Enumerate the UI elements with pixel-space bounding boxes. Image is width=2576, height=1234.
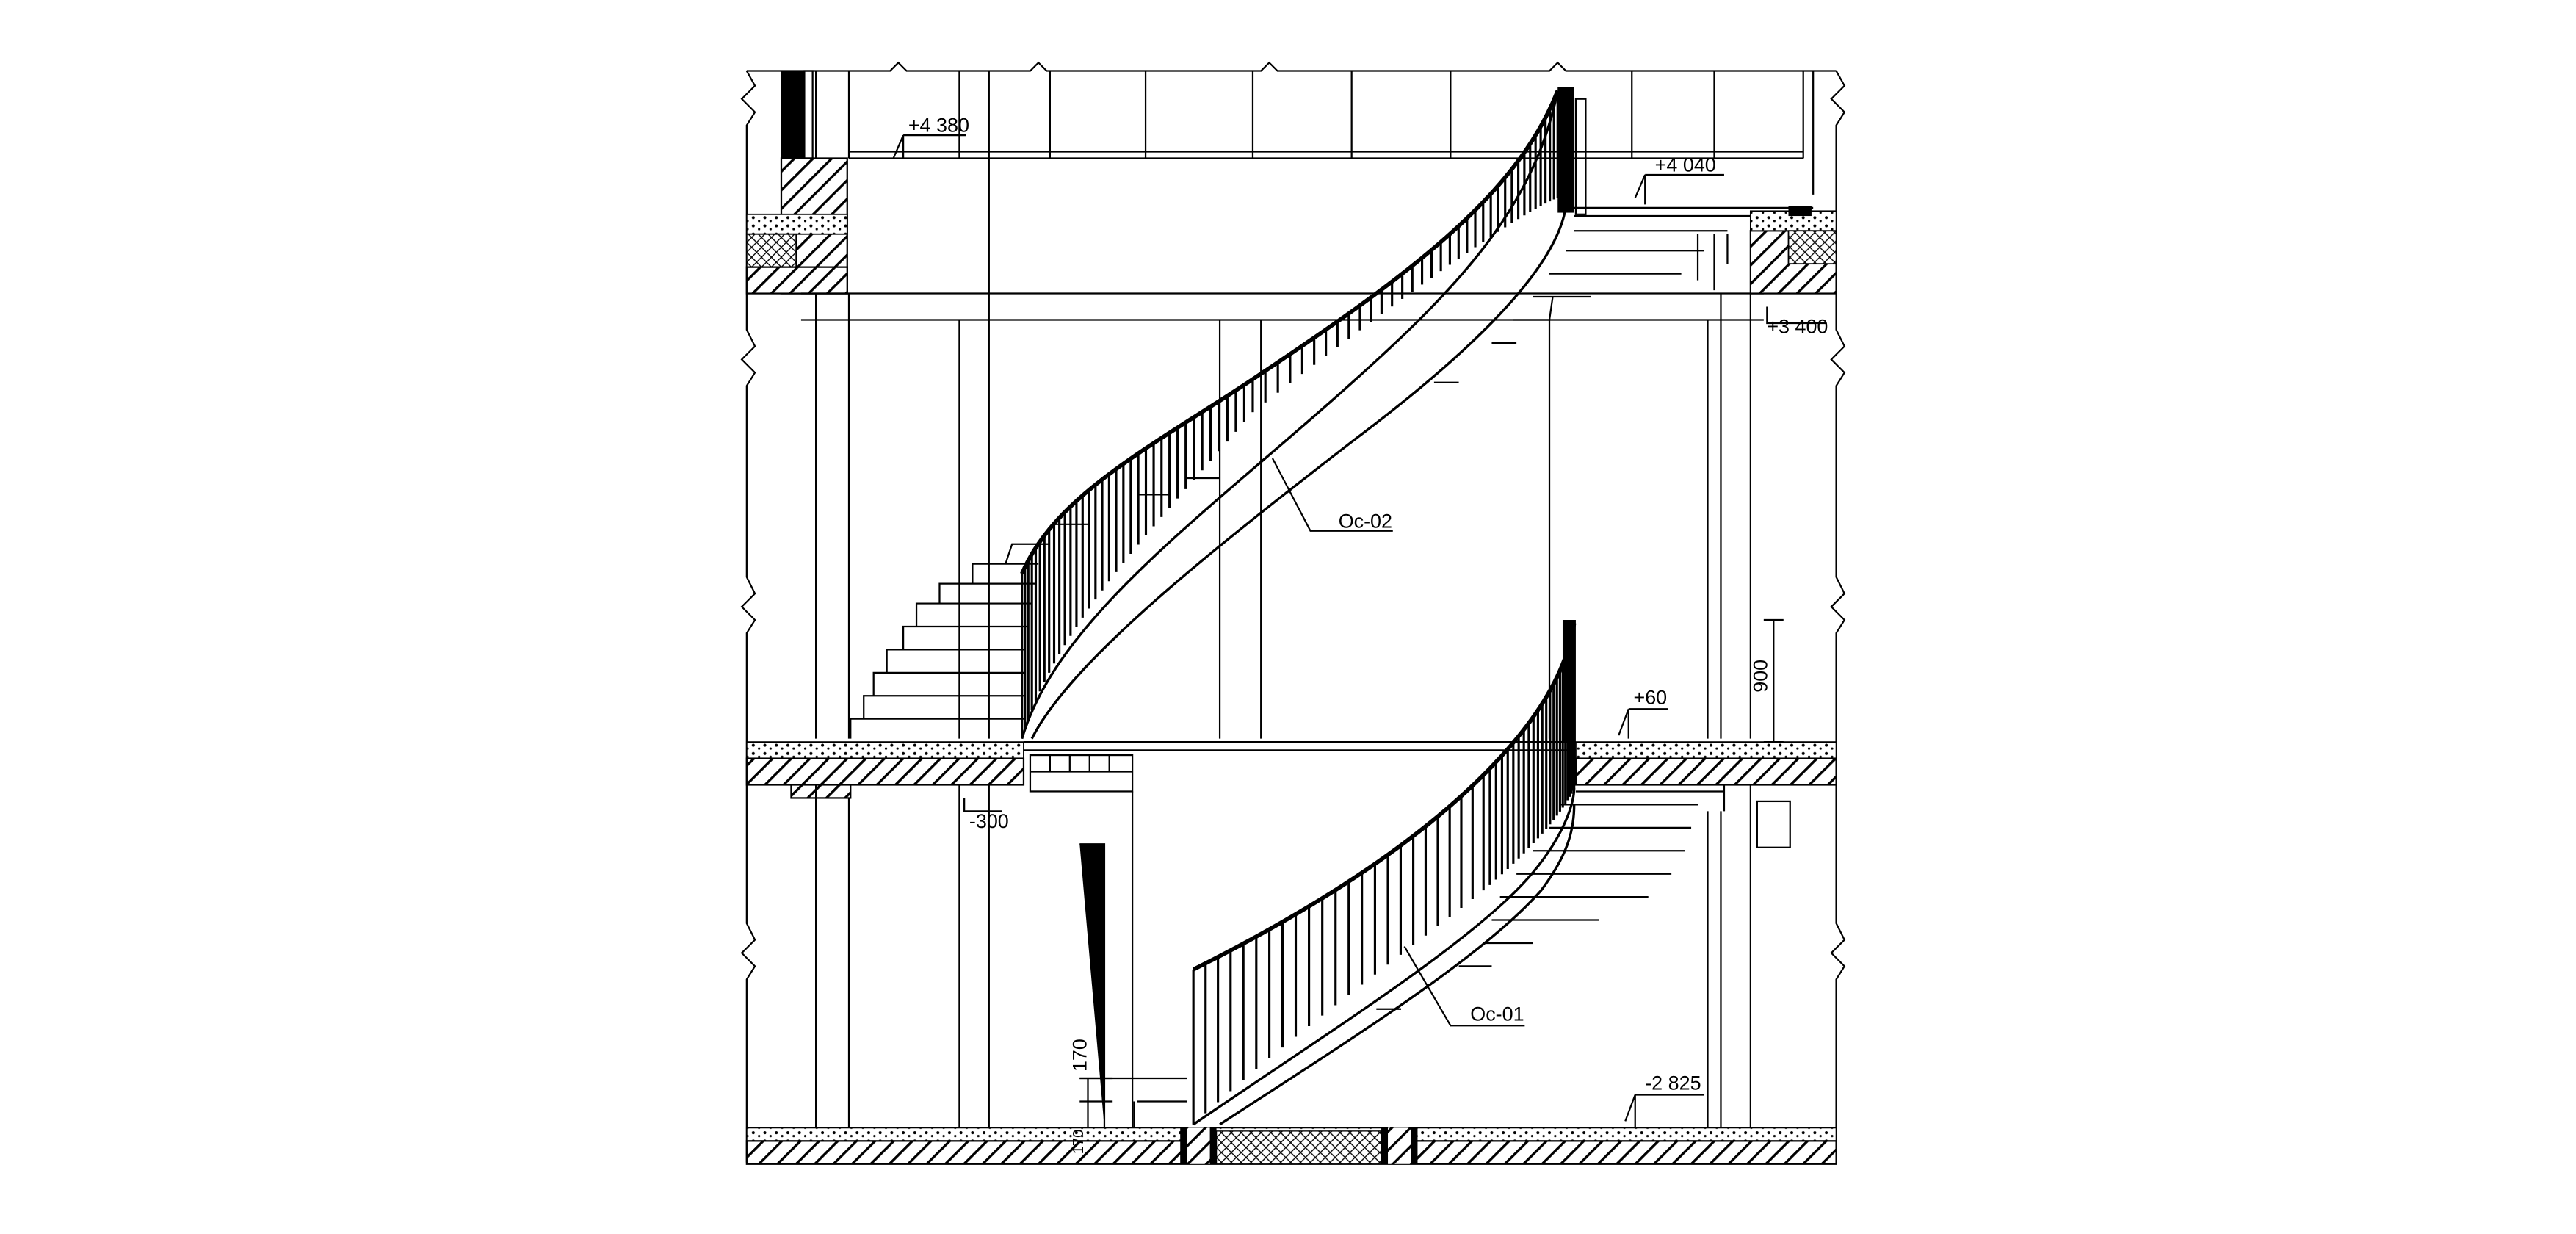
elevation-bottom-floor: -2 825 bbox=[1645, 1072, 1701, 1094]
middle-slab-right bbox=[1575, 741, 1837, 759]
elevation-slab-underside: +3 400 bbox=[1767, 315, 1828, 337]
middle-structure-lines bbox=[815, 158, 1751, 739]
handrail-dimension bbox=[1763, 618, 1784, 743]
upper-stair-treads bbox=[850, 230, 1729, 739]
dimension-170-base: 170 bbox=[1071, 1130, 1087, 1155]
slab-opening-ribs bbox=[1029, 754, 1134, 793]
lower-stair-stringer bbox=[1193, 787, 1576, 1126]
upper-glazing bbox=[815, 71, 1815, 195]
upper-left-column-dark bbox=[781, 71, 805, 159]
lower-stair-treads bbox=[1079, 804, 1698, 1128]
top-break-line bbox=[746, 61, 1837, 72]
left-break-line bbox=[740, 70, 756, 1163]
elevation-top-left: +4 380 bbox=[908, 115, 969, 137]
lower-stair-tag-leader bbox=[1403, 945, 1525, 1027]
upper-stair-stringer bbox=[1021, 90, 1559, 740]
tag-upper-stair: Oc-02 bbox=[1339, 510, 1392, 532]
elevation-top-right: +4 040 bbox=[1655, 154, 1716, 176]
step-dimension bbox=[1079, 1077, 1113, 1128]
level-markers bbox=[892, 134, 1827, 1128]
upper-stair-tag-leader bbox=[1271, 458, 1393, 532]
lower-structure-lines bbox=[815, 784, 1751, 1128]
lower-stair-newel bbox=[1562, 620, 1576, 743]
upper-stair-balusters bbox=[1021, 90, 1559, 739]
elevation-mid-floor: +60 bbox=[1633, 686, 1667, 708]
tag-lower-stair: Oc-01 bbox=[1470, 1003, 1524, 1025]
right-break-line bbox=[1830, 70, 1846, 1163]
dimension-900: 900 bbox=[1749, 660, 1771, 693]
middle-slab-left bbox=[745, 741, 1024, 759]
elevation-mid-slab-underside: -300 bbox=[969, 810, 1009, 832]
upper-stair-newel bbox=[1557, 87, 1574, 213]
dimension-170: 170 bbox=[1068, 1039, 1090, 1072]
